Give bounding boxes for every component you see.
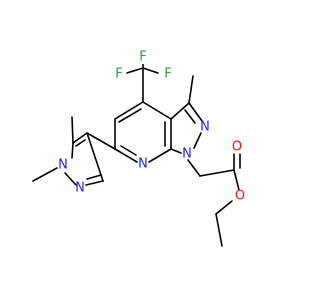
bond-n1-ch2	[187, 159, 201, 177]
bond-n2p-c3p-double	[86, 174, 102, 180]
bond-c4p-c5p	[72, 132, 88, 144]
bond-c4-c5-double	[118, 108, 142, 123]
fluorine-right-label: F	[164, 67, 171, 82]
bond-c3-n2	[188, 102, 203, 122]
bond-ch2-carbonyl	[199, 169, 235, 177]
pyrazole-n2-label: N	[75, 181, 85, 196]
bond-cf-right	[142, 67, 159, 74]
bond-c3p-c4p	[86, 132, 104, 182]
pyrazole-n1-label: N	[58, 158, 68, 173]
ester-oxygen-label: O	[235, 189, 245, 204]
bond-c3a-c3	[170, 102, 190, 120]
bond-c5p-n1p	[71, 142, 74, 159]
fluorine-left-label: F	[115, 67, 122, 82]
bond-c6-n7-double	[120, 145, 137, 156]
bond-c3-methyl	[188, 75, 194, 104]
bond-n7-c7a	[148, 148, 172, 163]
bond-oester-ch2	[215, 200, 233, 215]
bond-c6-n7	[114, 148, 138, 163]
bond-c4-c5	[114, 101, 144, 120]
bond-carbonyl-oester	[233, 169, 240, 191]
bond-c3-n2-double	[184, 109, 196, 124]
atom-labels: F F F N N N N N O O	[58, 50, 245, 204]
bond-n2p-c3p	[85, 180, 104, 186]
bond-n1-c7a	[170, 148, 182, 154]
bond-ethyl	[215, 213, 223, 247]
molecule-structure: F F F N N N N N O O	[0, 0, 300, 300]
bond-c4p-c5p-double	[75, 139, 86, 147]
bond-n2-n1	[193, 132, 202, 149]
core-n2-label: N	[200, 120, 210, 135]
bond-c6-pyrazole	[86, 132, 116, 150]
bond-cf-left	[126, 67, 144, 74]
bond-n1p-n2p	[64, 172, 77, 186]
fluorine-top-label: F	[139, 50, 146, 65]
carbonyl-oxygen-label: O	[232, 140, 242, 155]
background	[0, 0, 300, 300]
core-n1-label: N	[182, 147, 192, 162]
bond-c5p-methyl	[71, 116, 74, 144]
pyridine-n-label: N	[138, 157, 148, 172]
bond-n1p-methyl	[32, 167, 58, 182]
bonds	[32, 56, 241, 247]
bond-c3a-c4	[142, 101, 172, 120]
